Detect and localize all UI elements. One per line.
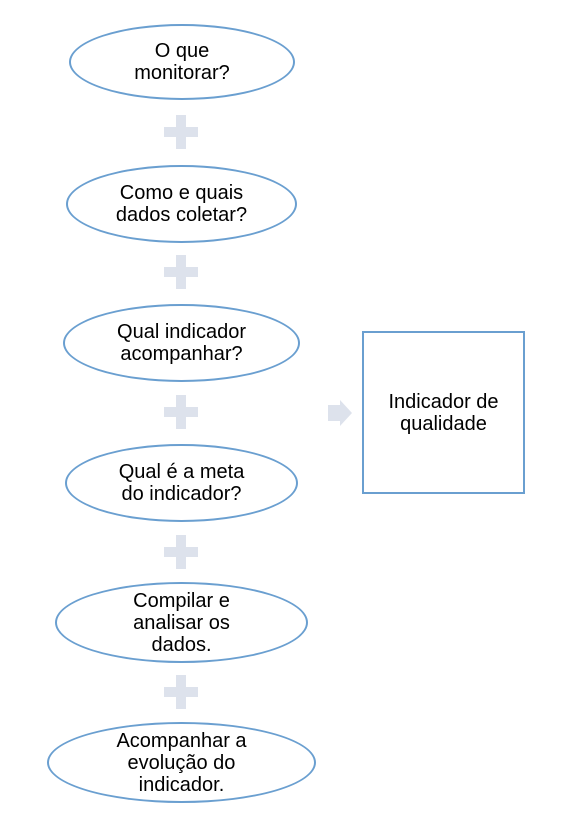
result-box: Indicador de qualidade [362, 331, 525, 494]
step-3-ellipse: Qual indicador acompanhar? [63, 304, 300, 382]
step-5-label: Compilar e analisar os dados. [133, 589, 230, 656]
plus-icon-2 [164, 255, 198, 289]
step-6-ellipse: Acompanhar a evolução do indicador. [47, 722, 316, 803]
plus-icon-3 [164, 395, 198, 429]
step-3-label: Qual indicador acompanhar? [117, 321, 246, 365]
step-4-ellipse: Qual é a meta do indicador? [65, 444, 298, 522]
plus-icon-5 [164, 675, 198, 709]
step-6-label: Acompanhar a evolução do indicador. [116, 729, 247, 796]
step-2-ellipse: Como e quais dados coletar? [66, 165, 297, 243]
arrow-right-icon [328, 400, 352, 426]
step-4-label: Qual é a meta do indicador? [118, 461, 245, 505]
result-label: Indicador de qualidade [388, 390, 499, 435]
step-1-ellipse: O que monitorar? [69, 24, 295, 100]
plus-icon-4 [164, 535, 198, 569]
step-2-label: Como e quais dados coletar? [115, 182, 248, 226]
plus-icon-1 [164, 115, 198, 149]
step-5-ellipse: Compilar e analisar os dados. [55, 582, 308, 663]
step-1-label: O que monitorar? [134, 40, 230, 84]
